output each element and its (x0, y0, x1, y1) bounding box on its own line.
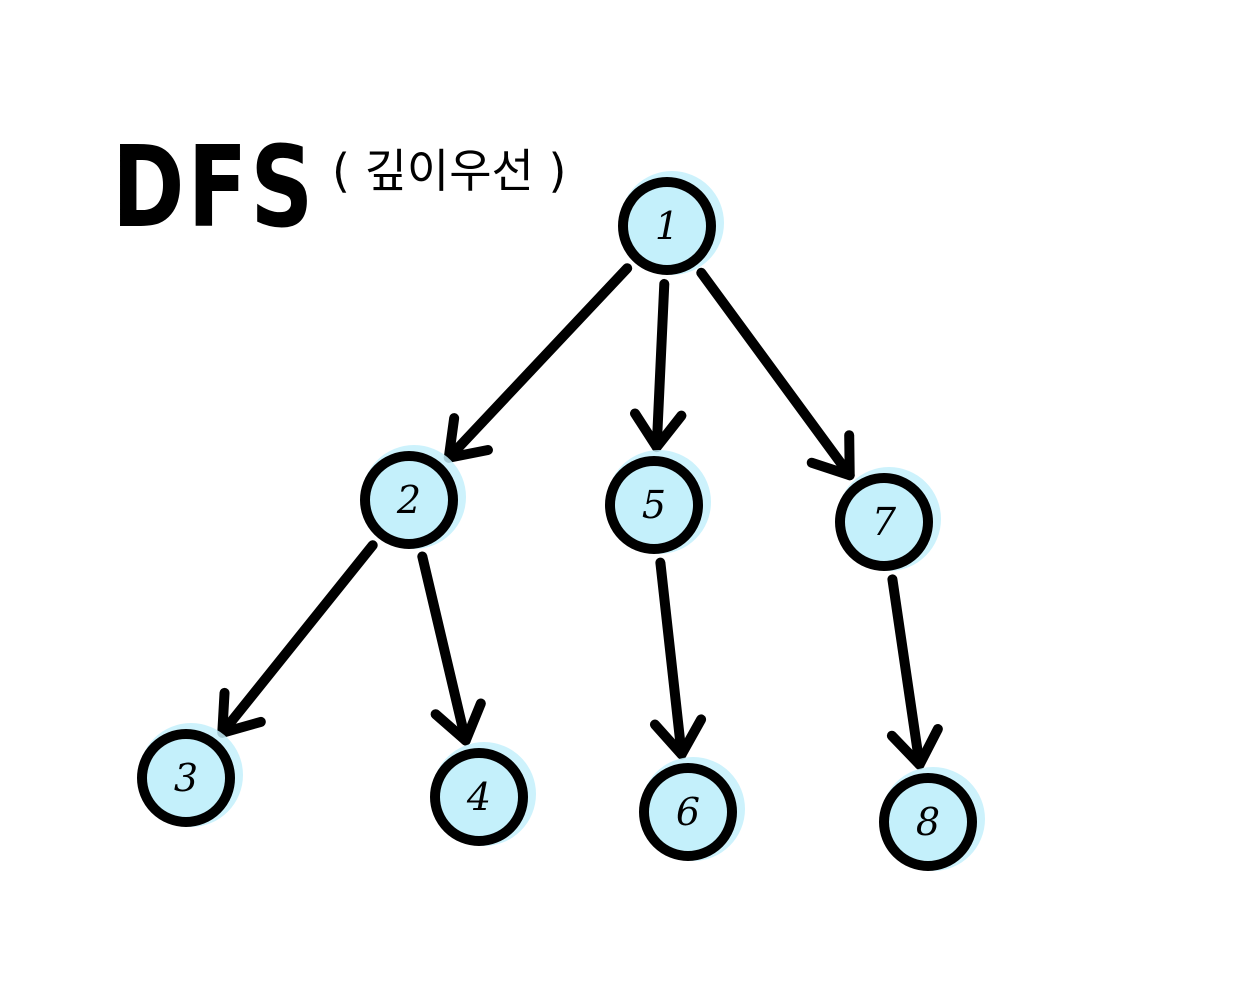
diagram-subtitle: ( 깊이우선 ) (332, 144, 567, 198)
node-label: 6 (676, 790, 700, 834)
node-5: 5 (605, 450, 711, 554)
node-circle (835, 473, 933, 571)
arrowhead (629, 408, 687, 453)
node-label: 1 (655, 204, 679, 248)
edge-n2-n3 (217, 540, 378, 738)
node-circle (605, 456, 703, 554)
arrowhead (443, 413, 493, 463)
node-label: 7 (872, 500, 897, 544)
node-circle (137, 729, 235, 827)
node-3: 3 (137, 723, 243, 827)
arrowhead (649, 714, 707, 760)
node-4: 4 (430, 742, 536, 846)
edges-layer (217, 263, 943, 770)
edge-n7-n8 (886, 574, 943, 770)
edge-n1-n2 (443, 263, 633, 463)
node-label: 4 (466, 775, 491, 819)
arrowhead (217, 687, 266, 738)
edge-line (443, 263, 633, 463)
node-circle (430, 748, 528, 846)
node-label: 8 (916, 800, 940, 844)
node-2: 2 (360, 445, 466, 549)
nodes-layer: 1 2 5 7 3 4 6 8 (137, 171, 985, 871)
edge-line (217, 540, 378, 738)
node-circle (360, 451, 458, 549)
node-6: 6 (639, 757, 745, 861)
node-circle (618, 177, 716, 275)
edge-line (417, 551, 471, 746)
arrowhead (806, 430, 855, 481)
node-8: 8 (879, 767, 985, 871)
edge-n1-n7 (696, 267, 855, 481)
node-circle (639, 763, 737, 861)
arrowhead (430, 698, 486, 746)
diagram-title: DFS (112, 123, 317, 253)
node-label: 3 (174, 756, 198, 800)
node-label: 5 (642, 483, 666, 527)
edge-line (651, 278, 670, 453)
arrowhead (886, 724, 943, 770)
node-label: 2 (396, 478, 421, 522)
edge-line (655, 557, 687, 760)
node-1: 1 (618, 171, 724, 275)
edge-n2-n4 (417, 551, 486, 746)
node-7: 7 (835, 467, 941, 571)
node-circle (879, 773, 977, 871)
edge-n1-n5 (629, 278, 687, 453)
edge-line (696, 267, 855, 481)
edge-line (887, 574, 925, 770)
edge-n5-n6 (649, 557, 707, 760)
